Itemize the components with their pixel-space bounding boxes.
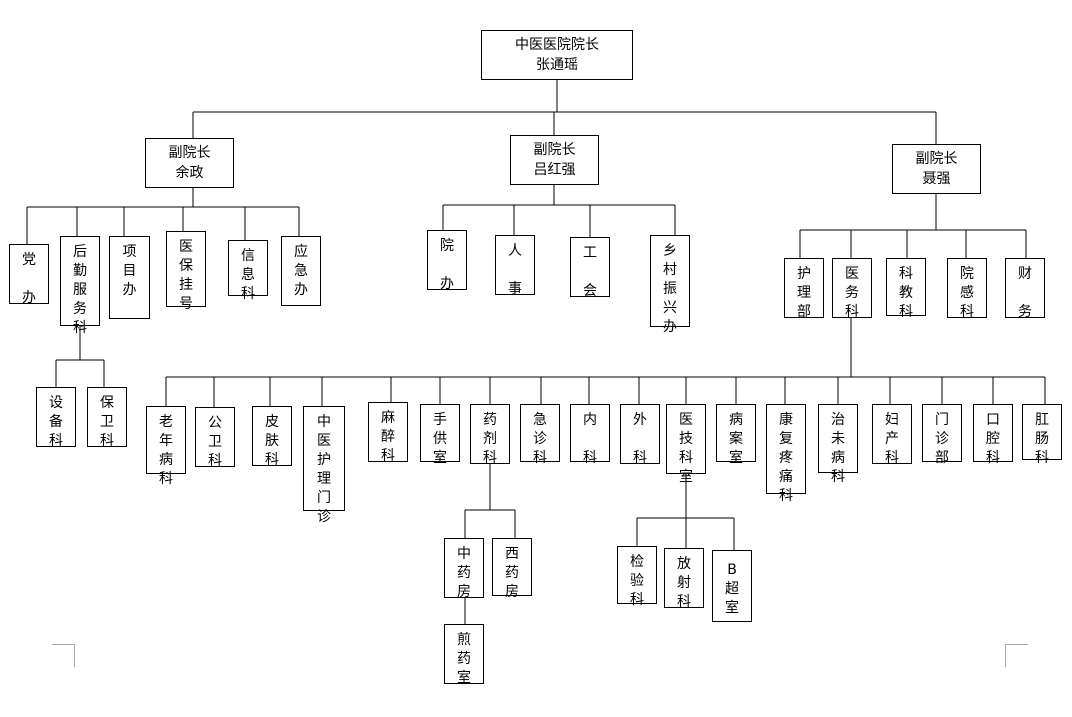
node-yuanban: 院 办 [427,230,467,292]
node-xiangcun: 乡 村 振 兴 办 [650,235,690,335]
node-fuchan: 妇 产 科 [872,404,912,466]
node-fangshe: 放 射 科 [664,548,704,610]
node-baowei: 保 卫 科 [87,387,127,449]
node-xiyaofang: 西 药 房 [492,538,532,600]
node-caiwu: 财 务 [1005,258,1045,320]
node-yuangan: 院 感 科 [947,258,987,320]
node-laonian: 老 年 病 科 [146,406,186,487]
node-houqin: 后 勤 服 务 科 [60,236,100,336]
node-vp-right: 副院长 聂强 [892,144,981,194]
node-yingji: 应 急 办 [281,236,321,306]
node-zhiwei: 治 未 病 科 [818,404,858,485]
node-hulibu: 护 理 部 [784,258,824,320]
node-kejiao: 科 教 科 [886,258,926,320]
node-shougong: 手 供 室 [420,404,460,466]
node-yibao: 医 保 挂 号 [166,231,206,312]
page-corner-mark-right [1005,644,1028,667]
page-corner-mark-left [52,644,75,667]
node-jianyaoshi: 煎 药 室 [444,624,484,686]
node-dangban: 党 办 [9,244,49,306]
node-shebei: 设 备 科 [36,387,76,449]
node-mazui: 麻 醉 科 [368,402,408,464]
node-waike: 外 科 [620,404,660,466]
node-neike: 内 科 [570,404,610,466]
node-pifu: 皮 肤 科 [252,406,292,468]
node-xiangmu: 项 目 办 [109,236,150,319]
node-vp-left: 副院长 余政 [145,138,234,188]
node-yiji: 医 技 科 室 [666,404,706,485]
node-renshi: 人 事 [495,235,535,297]
node-jianyan: 检 验 科 [617,546,657,608]
node-jizhen: 急 诊 科 [520,404,560,466]
node-zhongyihuli: 中 医 护 理 门 诊 [303,406,345,525]
node-zhongyaofang: 中 药 房 [444,538,484,600]
node-menzhen: 门 诊 部 [922,404,962,466]
node-kangfu: 康 复 疼 痛 科 [766,404,806,504]
node-bchao: B 超 室 [712,550,752,622]
node-dean: 中医医院院长 张通瑶 [481,30,633,80]
node-kouqiang: 口 腔 科 [973,404,1013,466]
node-yiwuke: 医 务 科 [832,258,872,320]
node-gonghui: 工 会 [570,237,610,299]
node-xinxi: 信 息 科 [228,240,268,302]
node-gongwei: 公 卫 科 [195,407,235,469]
node-gangchang: 肛 肠 科 [1022,404,1062,466]
node-yaoji: 药 剂 科 [470,404,510,466]
node-vp-mid: 副院长 吕红强 [510,135,599,185]
node-bingan: 病 案 室 [716,404,756,466]
